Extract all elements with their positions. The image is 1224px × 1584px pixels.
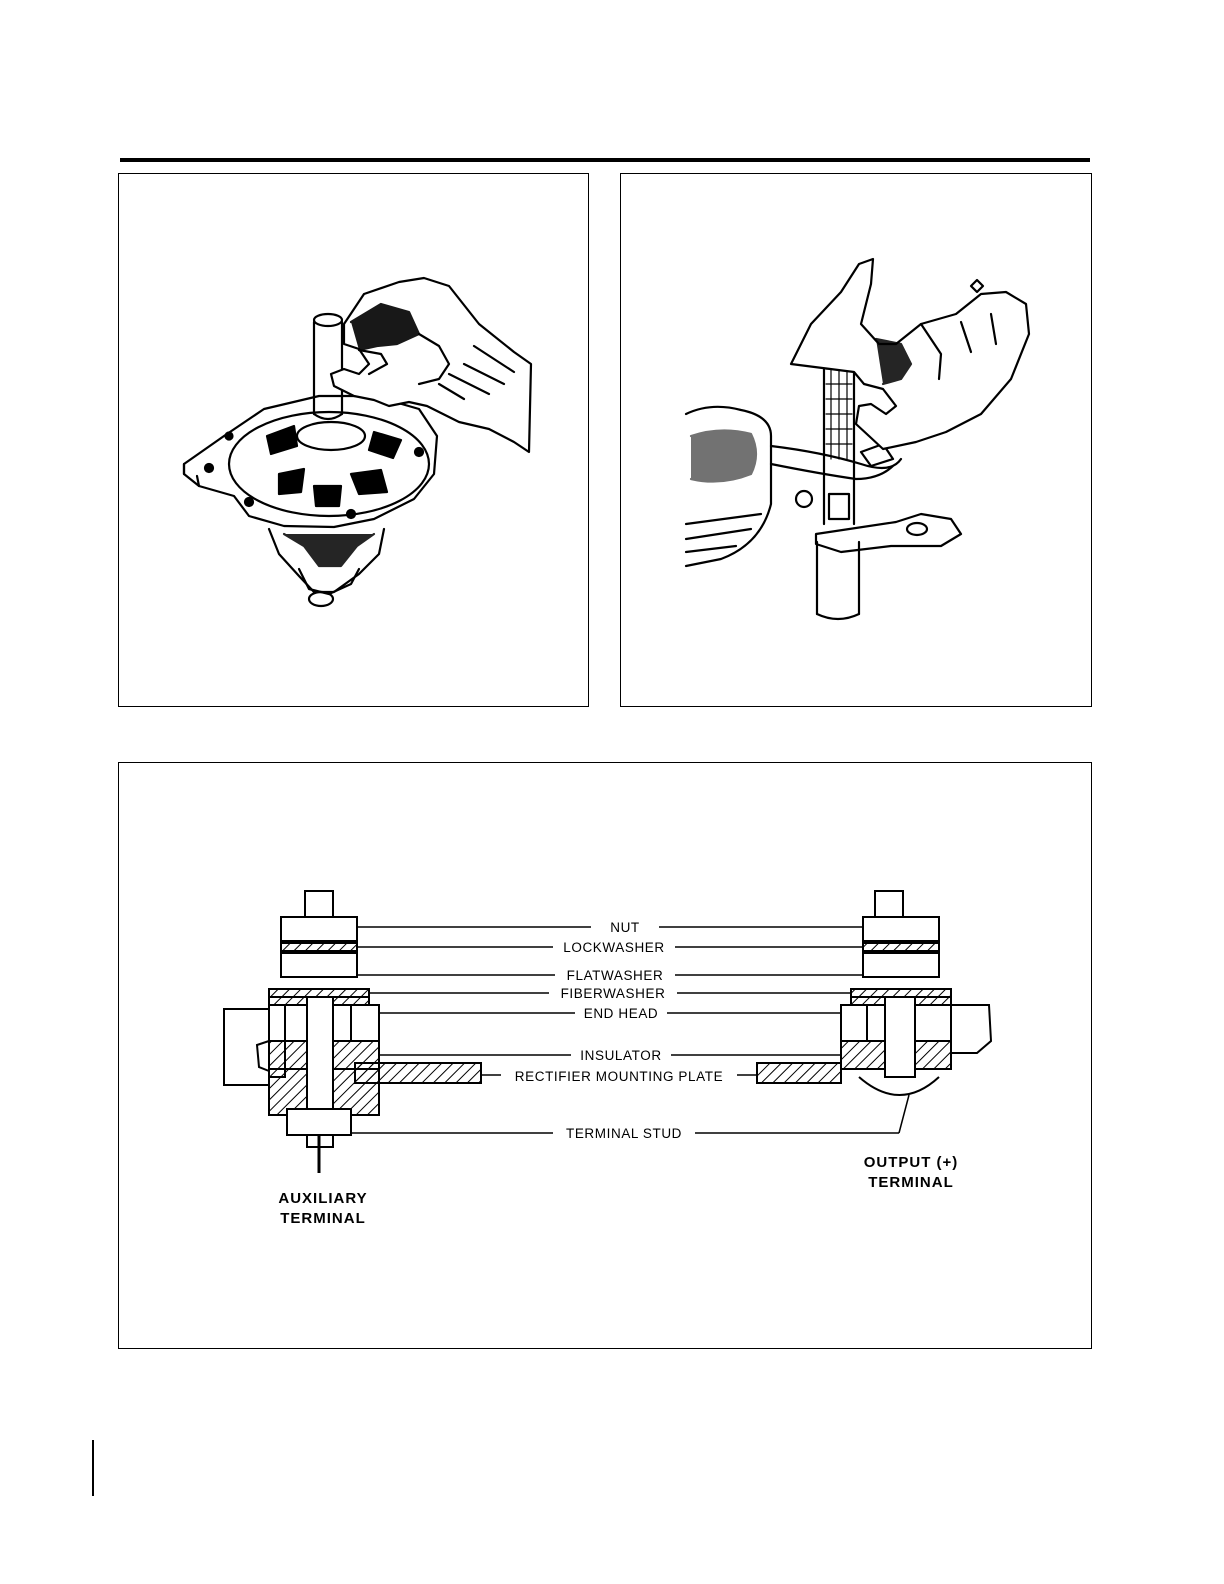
- figure-panel-bottom: NUT LOCKWASHER FLATWASHER FIBERWASHER EN…: [118, 762, 1092, 1349]
- end-head-left: [224, 1009, 269, 1085]
- caption-auxiliary-terminal-line1: AUXILIARY: [278, 1190, 367, 1207]
- label-fiberwasher: FIBERWASHER: [561, 986, 666, 1001]
- figure-panel-right: [620, 173, 1092, 707]
- figure-panel-left: [118, 173, 589, 707]
- hand: [791, 259, 1029, 449]
- label-nut: NUT: [610, 920, 640, 935]
- caption-output-terminal-line1: OUTPUT (+): [864, 1154, 959, 1171]
- end-frame: [184, 396, 437, 527]
- label-end-head: END HEAD: [584, 1006, 659, 1021]
- stud-right: [885, 997, 915, 1077]
- label-rectifier-mounting-plate: RECTIFIER MOUNTING PLATE: [515, 1069, 723, 1084]
- nut-left: [281, 917, 357, 941]
- terminal-cross-section-diagram: NUT LOCKWASHER FLATWASHER FIBERWASHER EN…: [119, 763, 1093, 1350]
- label-terminal-stud: TERMINAL STUD: [566, 1126, 682, 1141]
- bearing-drift-illustration: [119, 174, 590, 708]
- auxiliary-terminal-assembly: [224, 891, 379, 1173]
- header-rule: [120, 158, 1090, 162]
- label-flatwasher: FLATWASHER: [567, 968, 664, 983]
- label-insulator: INSULATOR: [580, 1048, 661, 1063]
- end-head-right: [951, 1005, 991, 1053]
- caption-auxiliary-terminal-line2: TERMINAL: [280, 1210, 366, 1227]
- margin-change-bar: [92, 1440, 94, 1496]
- terminal-tool-illustration: [621, 174, 1093, 708]
- caption-output-terminal-line2: TERMINAL: [868, 1174, 954, 1191]
- nut-right: [863, 917, 939, 941]
- label-lockwasher: LOCKWASHER: [563, 940, 665, 955]
